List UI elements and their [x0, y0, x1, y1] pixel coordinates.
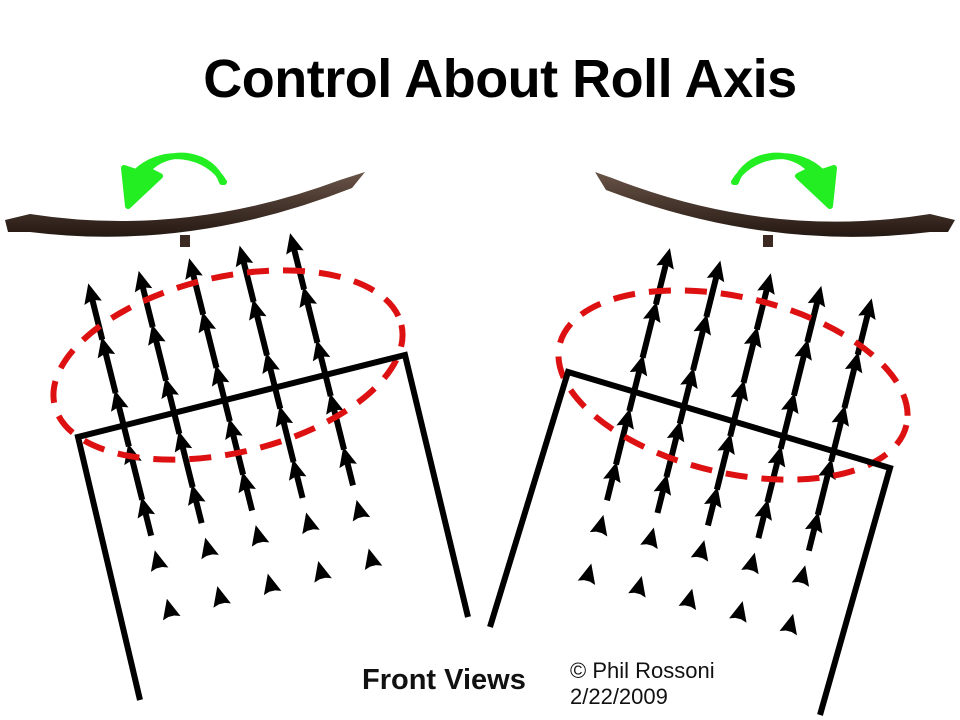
airflow-arrow: [339, 446, 357, 487]
airflow-arrow: [312, 339, 334, 397]
airflow-arrow: [741, 552, 759, 575]
airflow-arrow: [640, 527, 658, 550]
airflow-arrow: [286, 233, 308, 291]
airflow-arrow: [764, 445, 786, 503]
airflow-arrow: [676, 367, 698, 425]
airflow-arrow: [613, 408, 634, 466]
airflow-arrow: [124, 443, 146, 501]
airflow-arrow: [603, 461, 621, 502]
airflow-arrow: [288, 459, 307, 499]
airflow-arrow: [791, 339, 812, 397]
airflow-arrow: [235, 245, 257, 303]
right-wing-mount: [763, 235, 773, 247]
right-wing: [595, 172, 955, 237]
left-wing-mount: [180, 235, 190, 247]
airflow-arrow: [713, 433, 735, 491]
airflow-arrow: [364, 548, 383, 571]
airflow-arrow: [727, 379, 749, 437]
airflow-arrow: [791, 565, 810, 587]
airflow-arrow: [804, 511, 823, 552]
page-title: Control About Roll Axis: [203, 49, 797, 109]
airflow-arrow: [754, 499, 772, 539]
airflow-arrow: [652, 248, 674, 306]
credit-author: © Phil Rossoni: [570, 658, 715, 683]
left-view: [5, 152, 471, 701]
airflow-arrow: [97, 336, 119, 394]
airflow-arrow: [704, 486, 722, 527]
airflow-arrow: [238, 471, 256, 512]
airflow-arrow: [161, 377, 183, 435]
airflow-arrow: [854, 298, 876, 356]
airflow-arrow: [148, 324, 169, 382]
airflow-arrow: [352, 499, 371, 522]
rotate-clockwise-icon: [731, 152, 837, 209]
airflow-arrow: [589, 514, 608, 537]
airflow-arrow: [137, 496, 156, 537]
airflow-arrow: [213, 586, 231, 608]
left-frame: [74, 351, 471, 701]
airflow-arrow: [729, 601, 747, 623]
airflow-arrow: [804, 285, 826, 343]
airflow-arrow: [690, 314, 711, 372]
airflow-arrow: [188, 484, 206, 524]
caption-front-views: Front Views: [362, 664, 526, 696]
right-frame: [487, 368, 894, 716]
airflow-arrow: [678, 588, 697, 611]
left-airflow-arrows: [84, 233, 383, 621]
airflow-arrow: [639, 301, 661, 359]
airflow-arrow: [703, 260, 725, 318]
airflow-arrow: [740, 326, 762, 384]
airflow-arrow: [690, 540, 709, 562]
airflow-arrow: [314, 561, 332, 583]
right-view: [487, 152, 955, 716]
airflow-arrow: [150, 550, 169, 572]
airflow-arrow: [814, 458, 836, 516]
airflow-arrow: [185, 258, 207, 316]
airflow-arrow: [249, 299, 270, 357]
airflow-arrow: [201, 537, 219, 560]
airflow-arrow: [275, 405, 297, 463]
rotate-counter-clockwise-icon: [121, 152, 227, 209]
airflow-arrow: [225, 418, 247, 476]
credit: © Phil Rossoni 2/22/2009: [570, 658, 715, 710]
left-rotor-disc-ellipse: [50, 267, 406, 463]
airflow-arrow: [162, 598, 181, 621]
airflow-arrow: [326, 393, 347, 451]
airflow-arrow: [653, 474, 672, 514]
airflow-arrow: [110, 390, 132, 448]
airflow-arrow: [198, 311, 220, 369]
right-airflow-arrows: [577, 248, 876, 636]
left-wing: [5, 172, 365, 237]
airflow-arrow: [302, 512, 320, 535]
credit-date: 2/22/2009: [570, 684, 668, 709]
airflow-arrow: [841, 351, 863, 409]
airflow-arrow: [174, 430, 196, 488]
airflow-arrow: [299, 286, 321, 344]
right-rotor-disc-ellipse: [555, 287, 911, 483]
airflow-arrow: [262, 352, 284, 410]
airflow-arrow: [663, 420, 685, 478]
airflow-arrow: [779, 613, 798, 636]
airflow-arrow: [628, 576, 646, 598]
airflow-arrow: [828, 405, 850, 463]
airflow-arrow: [626, 354, 648, 412]
airflow-arrow: [251, 525, 270, 547]
airflow-arrow: [577, 563, 596, 586]
airflow-arrow: [263, 573, 282, 596]
airflow-arrow: [211, 364, 233, 422]
